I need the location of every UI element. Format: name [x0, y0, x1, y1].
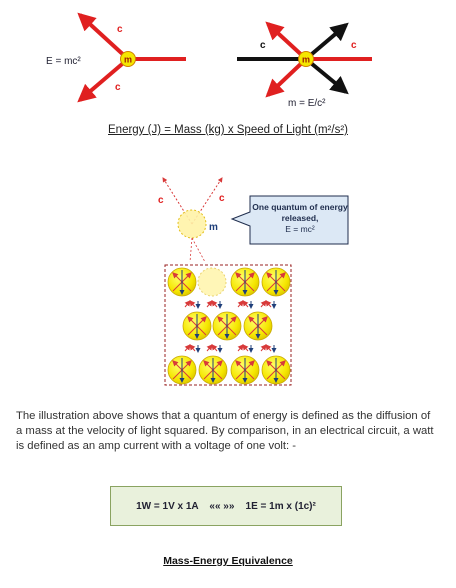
lattice-arrow — [237, 300, 244, 308]
arrow-down-right-black — [304, 57, 349, 95]
quantum-release-diagram: c c m — [158, 177, 349, 386]
arrow-label-c: c — [117, 24, 123, 35]
lattice-arrow — [184, 300, 191, 308]
particle-m — [298, 51, 314, 67]
lattice — [167, 267, 291, 385]
footer-title: Mass-Energy Equivalence — [163, 555, 293, 567]
callout-bubble — [230, 195, 349, 245]
callout-text: One quantum of energy released, E = mc² — [252, 202, 348, 235]
lattice-arrow — [189, 344, 196, 352]
dotted-link — [191, 237, 206, 263]
equation-label: m = E/c² — [288, 98, 326, 109]
lattice-arrow — [242, 344, 249, 352]
lattice-arrow — [211, 344, 218, 352]
lattice-arrow — [189, 300, 196, 308]
particle-label: m — [124, 55, 132, 65]
explanation-paragraph: The illustration above shows that a quan… — [16, 410, 434, 452]
lattice-arrow — [242, 300, 249, 308]
lattice-arrow — [260, 300, 267, 308]
arrow-label-c: c — [219, 193, 225, 204]
lattice-arrow — [265, 300, 272, 308]
released-lattice-site — [197, 267, 227, 297]
arrow-label-c: c — [115, 82, 121, 93]
lattice-arrow — [184, 344, 191, 352]
emission-diagram-left: m c c E = mc² — [46, 12, 186, 103]
equation-box: 1W = 1V x 1A «« »» 1E = 1m x (1c)² — [110, 486, 342, 526]
particle-m — [120, 51, 136, 67]
lattice-arrow — [237, 344, 244, 352]
dotted-link — [189, 237, 193, 263]
particle-label: m — [209, 222, 218, 233]
arrow-down-left — [77, 57, 130, 103]
lattice-arrow — [206, 344, 213, 352]
arrow-up-left — [77, 12, 130, 61]
arrow-label-c: c — [158, 195, 164, 206]
arrow-label-c: c — [260, 40, 266, 51]
lattice-arrow — [265, 344, 272, 352]
arrow-up-left-red — [265, 21, 308, 61]
absorption-diagram-right: m c c m = E/c² — [237, 21, 372, 109]
arrow-down-left-red — [265, 57, 308, 98]
lattice-container — [164, 264, 292, 386]
particle-label: m — [302, 55, 310, 65]
released-particle — [177, 209, 207, 239]
equation-label: E = mc² — [46, 56, 81, 67]
lattice-arrow — [211, 300, 218, 308]
arrow-up-right-black — [304, 22, 349, 61]
lattice-arrow — [206, 300, 213, 308]
arrow-label-c: c — [351, 40, 357, 51]
callout-equation: E = mc² — [285, 224, 315, 234]
lattice-arrow — [260, 344, 267, 352]
energy-formula-subtitle: Energy (J) = Mass (kg) x Speed of Light … — [108, 124, 348, 136]
callout-title: One quantum of energy released, — [252, 202, 348, 223]
